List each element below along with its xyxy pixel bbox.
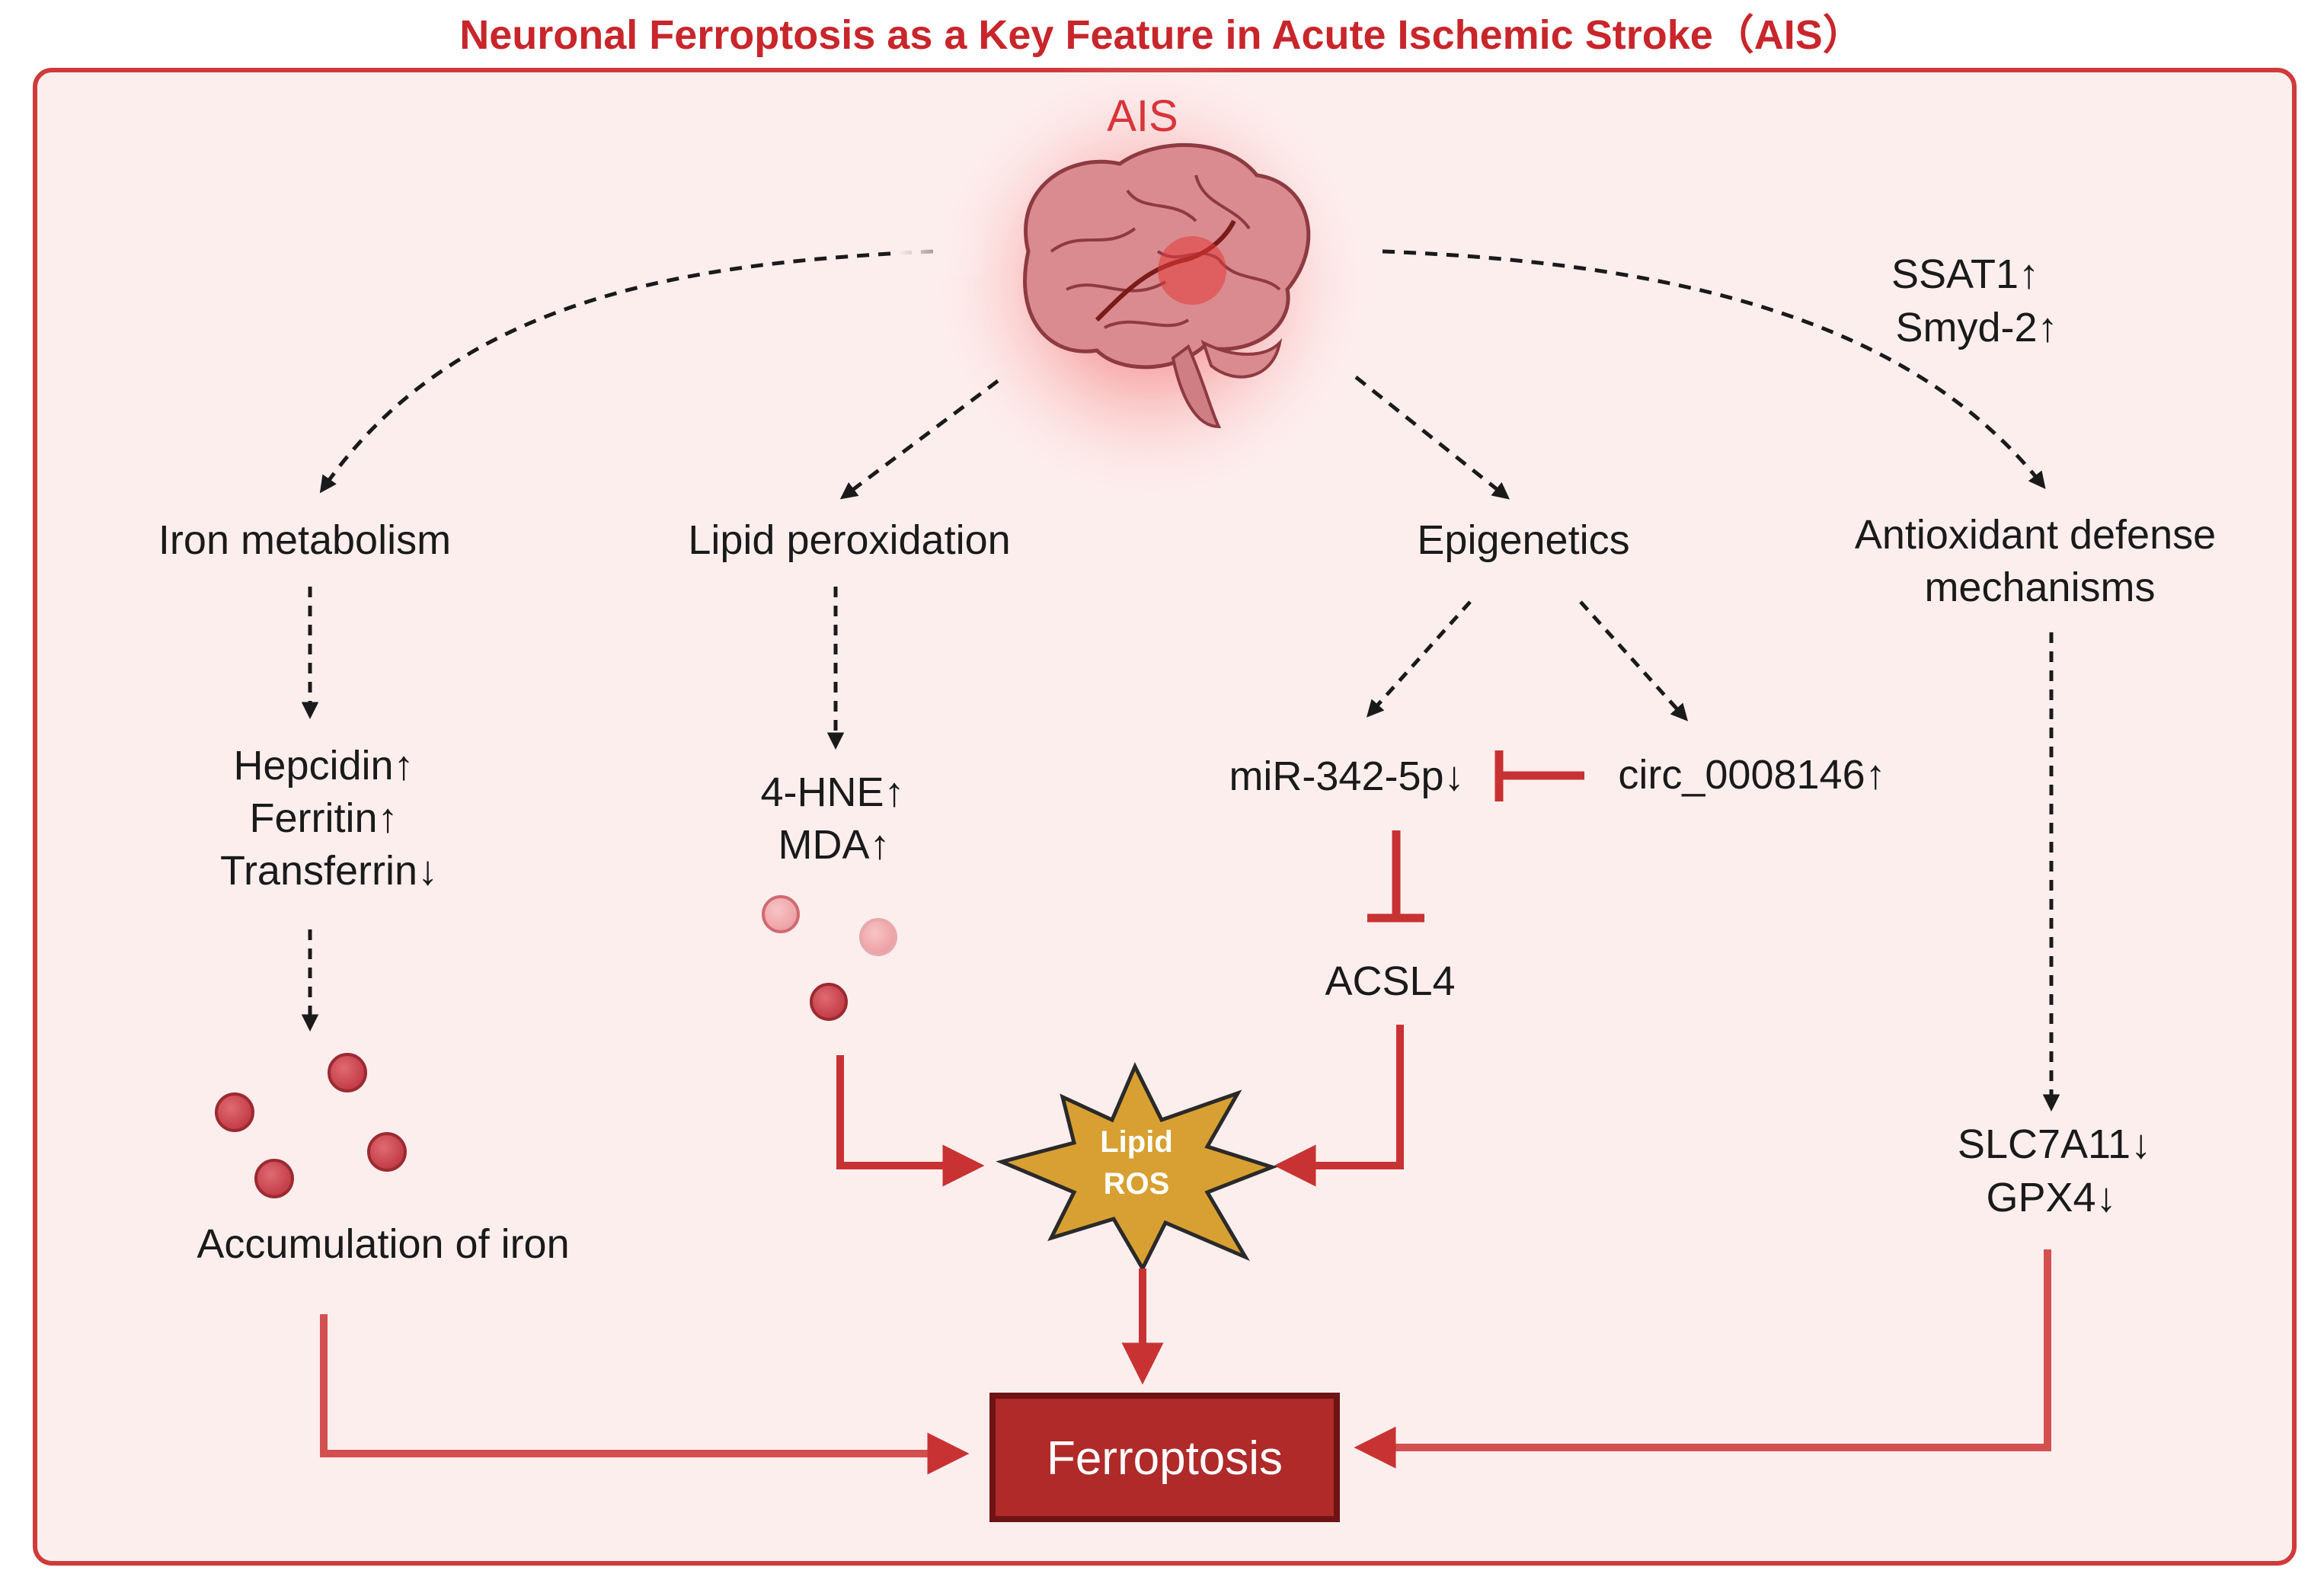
- epigenetics-heading: Epigenetics: [1417, 517, 1629, 563]
- antioxidant-marker-gpx4: GPX4↓: [1986, 1175, 2116, 1220]
- diagram-title: Neuronal Ferroptosis as a Key Feature in…: [459, 12, 1864, 58]
- lipid-ros-label-line1: Lipid: [1100, 1125, 1173, 1159]
- lipid-peroxidation-heading: Lipid peroxidation: [688, 517, 1010, 563]
- epigenetics-mirna: miR-342-5p↓: [1229, 753, 1464, 799]
- iron-particles: [215, 1053, 407, 1198]
- arrow-iron-to-ferroptosis: [320, 1314, 970, 1475]
- lipid-marker-mda: MDA↑: [778, 822, 890, 868]
- arrow-antioxidant-to-ferroptosis: [1354, 1249, 2051, 1469]
- arrow-acsl4-to-ros: [1274, 1025, 1404, 1187]
- lipid-ros-star: Lipid ROS: [996, 1062, 1278, 1273]
- arrow-epigenetics-to-mirna: [1366, 600, 1472, 718]
- arrow-epigenetics-to-circrna: [1579, 600, 1689, 721]
- iron-marker-hepcidin: Hepcidin↑: [233, 743, 414, 789]
- iron-accumulation-label: Accumulation of iron: [197, 1221, 569, 1267]
- epigenetics-target-acsl4: ACSL4: [1325, 958, 1455, 1004]
- arrow-brain-to-epigenetics: [1354, 376, 1510, 500]
- brain-icon: [922, 53, 1379, 510]
- antioxidant-marker-slc7a11: SLC7A11↓: [1958, 1121, 2151, 1167]
- inhibition-circrna-to-mirna: [1494, 750, 1584, 801]
- antioxidant-upstream-ssat1: SSAT1↑: [1891, 251, 2039, 297]
- antioxidant-heading-line2: mechanisms: [1924, 565, 2155, 610]
- arrow-brain-to-iron: [319, 249, 934, 494]
- epigenetics-circrna: circ_0008146↑: [1618, 752, 1885, 798]
- arrow-brain-to-lipid: [839, 379, 999, 500]
- iron-marker-transferrin: Transferrin↓: [220, 848, 438, 894]
- arrow-lipid-to-ros: [836, 1055, 985, 1187]
- arrow-brain-to-antioxidant: [1382, 249, 2046, 490]
- lipid-ros-label-line2: ROS: [1104, 1167, 1170, 1201]
- ferroptosis-label: Ferroptosis: [1047, 1432, 1283, 1485]
- center-label: AIS: [1107, 91, 1178, 141]
- iron-marker-ferritin: Ferritin↑: [249, 795, 398, 841]
- iron-metabolism-heading: Iron metabolism: [158, 517, 451, 563]
- antioxidant-heading-line1: Antioxidant defense: [1855, 512, 2216, 558]
- antioxidant-upstream-smyd2: Smyd-2↑: [1895, 305, 2057, 350]
- lipid-particles: [762, 895, 897, 1021]
- inhibition-mirna-to-acsl4: [1367, 830, 1424, 923]
- ferroptosis-box: [989, 1393, 1340, 1522]
- lipid-marker-4hne: 4-HNE↑: [760, 769, 904, 815]
